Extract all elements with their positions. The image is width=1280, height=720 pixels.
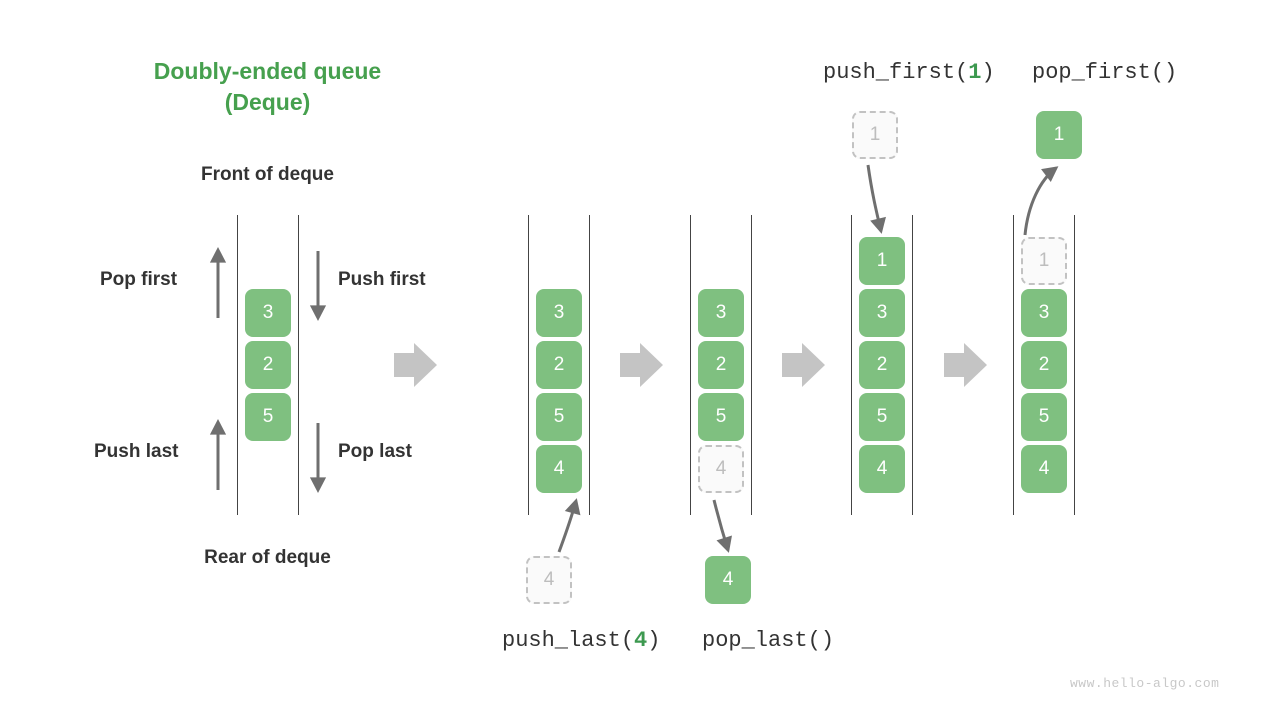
pop-first-result-box: 1 (1036, 111, 1082, 159)
transition-arrow-4 (944, 343, 987, 387)
deque-cell-1: 1 (859, 237, 905, 285)
deque-rail-right (589, 215, 590, 515)
front-of-deque-label: Front of deque (201, 164, 334, 185)
push-last-source-box: 4 (526, 556, 572, 604)
deque-rail-left (1013, 215, 1014, 515)
transition-arrow-3 (782, 343, 825, 387)
deque-rail-left (690, 215, 691, 515)
push-last-label: Push last (94, 441, 179, 462)
transition-arrow-2 (620, 343, 663, 387)
deque-cell-5: 5 (536, 393, 582, 441)
op-pop-last-caption: pop_last() (702, 628, 834, 653)
pop-last-extract-arrow (712, 499, 732, 553)
deque-cell-2: 2 (245, 341, 291, 389)
op-pop-first-caption: pop_first() (1032, 60, 1177, 85)
deque-rail-left (528, 215, 529, 515)
pop-first-label: Pop first (100, 269, 178, 290)
deque-cell-4: 4 (698, 445, 744, 493)
deque-rail-left (851, 215, 852, 515)
op-pop-first-name: pop_first() (1032, 60, 1178, 85)
rear-of-deque-label: Rear of deque (204, 547, 331, 568)
deque-cell-4: 4 (859, 445, 905, 493)
op-push-last-close: ) (647, 628, 661, 653)
watermark: www.hello-algo.com (1070, 676, 1220, 691)
transition-arrow-1 (394, 343, 437, 387)
title-line-1: Doubly-ended queue (153, 58, 382, 84)
push-first-label: Push first (338, 269, 426, 290)
deque-cell-2: 2 (536, 341, 582, 389)
op-pop-last-name: pop_last() (702, 628, 835, 653)
deque-cell-2: 2 (698, 341, 744, 389)
deque-cell-1: 1 (1021, 237, 1067, 285)
title-line-2: (Deque) (224, 88, 311, 115)
deque-cell-3: 3 (1021, 289, 1067, 337)
deque-cell-2: 2 (1021, 341, 1067, 389)
pop-first-extract-arrow (1023, 166, 1059, 236)
push-first-source-box: 1 (852, 111, 898, 159)
deque-cell-5: 5 (245, 393, 291, 441)
deque-cell-5: 5 (859, 393, 905, 441)
deque-rail-right (912, 215, 913, 515)
op-push-last-arg: 4 (634, 628, 648, 653)
deque-cell-4: 4 (536, 445, 582, 493)
deque-cell-5: 5 (1021, 393, 1067, 441)
op-push-first-arg: 1 (968, 60, 982, 85)
deque-cell-3: 3 (859, 289, 905, 337)
deque-cell-3: 3 (698, 289, 744, 337)
op-push-last-name: push_last( (502, 628, 635, 653)
deque-rail-right (751, 215, 752, 515)
push-last-insert-arrow (557, 498, 581, 553)
op-push-first-name: push_first( (823, 60, 969, 85)
deque-rail-left (237, 215, 238, 515)
pop-last-result-box: 4 (705, 556, 751, 604)
deque-rail-right (1074, 215, 1075, 515)
deque-cell-5: 5 (698, 393, 744, 441)
deque-cell-3: 3 (245, 289, 291, 337)
push-first-insert-arrow (866, 164, 886, 234)
op-push-last-caption: push_last(4) (502, 628, 660, 653)
deque-rail-right (298, 215, 299, 515)
deque-cell-3: 3 (536, 289, 582, 337)
pop-last-label: Pop last (338, 441, 412, 462)
deque-cell-4: 4 (1021, 445, 1067, 493)
deque-cell-2: 2 (859, 341, 905, 389)
op-push-first-caption: push_first(1) (823, 60, 995, 85)
page-title: Doubly-ended queue (Deque) (100, 56, 435, 117)
op-push-first-close: ) (981, 60, 995, 85)
